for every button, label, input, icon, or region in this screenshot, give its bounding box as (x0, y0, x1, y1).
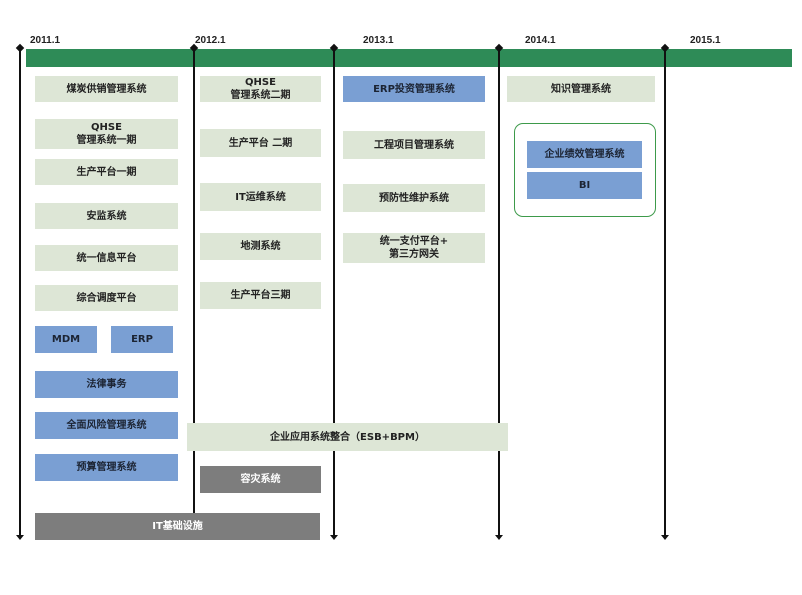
coal-sales-system: 煤炭供销管理系统 (35, 76, 178, 102)
year-2011: 2011.1 (30, 35, 61, 46)
legal-affairs-system: 法律事务 (35, 371, 178, 398)
preventive-maintenance-system: 预防性维护系统 (343, 184, 485, 212)
engineering-project-system: 工程项目管理系统 (343, 131, 485, 159)
timeline-line-2013 (333, 49, 335, 537)
qhse-phase2-system: QHSE 管理系统二期 (200, 76, 321, 102)
it-ops-system: IT运维系统 (200, 183, 321, 211)
performance-management-system: 企业绩效管理系统 (527, 141, 642, 168)
bi-system: BI (527, 172, 642, 199)
year-2014: 2014.1 (525, 35, 556, 46)
arrow-2014 (495, 535, 503, 540)
erp-system: ERP (111, 326, 173, 353)
milestone-marker-2011 (15, 43, 25, 53)
disaster-recovery-system: 容灾系统 (200, 466, 321, 493)
budget-management-system: 预算管理系统 (35, 454, 178, 481)
knowledge-management-system: 知识管理系统 (507, 76, 655, 102)
arrow-2013 (330, 535, 338, 540)
safety-monitoring-system: 安监系统 (35, 203, 178, 229)
year-2013: 2013.1 (363, 35, 394, 46)
risk-management-system: 全面风险管理系统 (35, 412, 178, 439)
production-platform-phase3: 生产平台三期 (200, 282, 321, 309)
timeline-line-2012 (193, 49, 195, 537)
qhse-phase1-system: QHSE 管理系统一期 (35, 119, 178, 149)
unified-payment-platform: 统一支付平台+ 第三方网关 (343, 233, 485, 263)
timeline-line-2011 (19, 49, 21, 537)
arrow-2011 (16, 535, 24, 540)
it-infrastructure: IT基础设施 (35, 513, 320, 540)
geo-survey-system: 地测系统 (200, 233, 321, 260)
unified-info-platform: 统一信息平台 (35, 245, 178, 271)
timeline-line-2014 (498, 49, 500, 537)
year-2012: 2012.1 (195, 35, 226, 46)
erp-investment-system: ERP投资管理系统 (343, 76, 485, 102)
arrow-2015 (661, 535, 669, 540)
enterprise-integration-esb-bpm: 企业应用系统整合（ESB+BPM） (187, 423, 508, 451)
timeline-bar (26, 49, 792, 67)
production-platform-phase1: 生产平台一期 (35, 159, 178, 185)
bi-group-frame (514, 123, 656, 217)
timeline-line-2015 (664, 49, 666, 537)
year-2015: 2015.1 (690, 35, 721, 46)
dispatch-platform: 综合调度平台 (35, 285, 178, 311)
mdm-system: MDM (35, 326, 97, 353)
production-platform-phase2: 生产平台 二期 (200, 129, 321, 157)
